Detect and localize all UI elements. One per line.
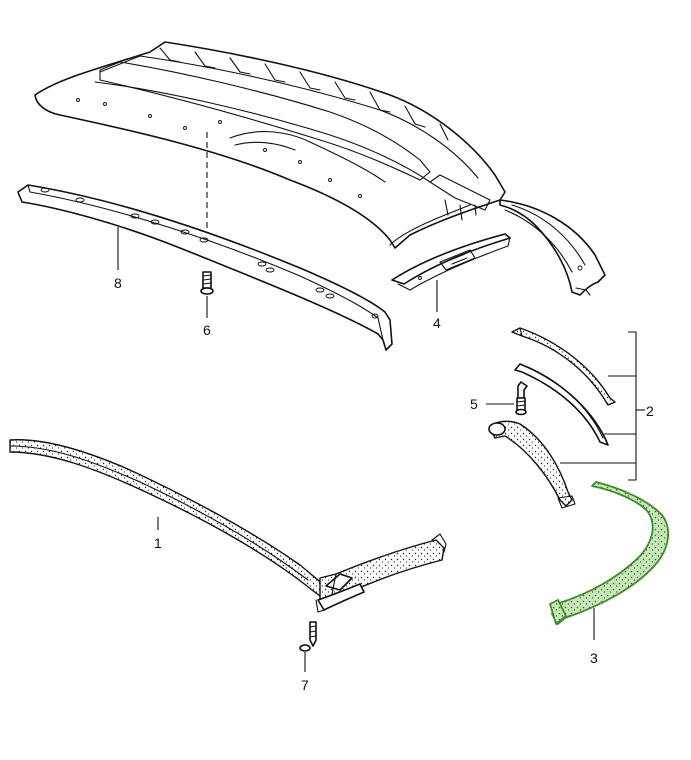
callout-7: 7 xyxy=(301,677,309,693)
part-8-front-rail xyxy=(17,184,393,351)
callout-2-bracket xyxy=(560,331,645,481)
callout-1: 1 xyxy=(154,535,162,551)
part-7-screw xyxy=(299,621,317,652)
callout-3: 3 xyxy=(590,650,598,666)
c-pillar-section xyxy=(499,199,606,296)
callout-4: 4 xyxy=(433,315,441,331)
part-3-seal xyxy=(549,481,670,625)
part-1-long-seal xyxy=(9,439,447,613)
part-4-bracket xyxy=(391,233,511,291)
roof-frame xyxy=(34,41,506,249)
part-2-group xyxy=(488,327,616,509)
callout-8: 8 xyxy=(114,275,122,291)
part-6-screw xyxy=(200,271,214,295)
callout-2: 2 xyxy=(646,403,654,419)
callout-5: 5 xyxy=(470,396,478,412)
callout-6: 6 xyxy=(203,322,211,338)
part-5-screw xyxy=(515,381,528,416)
